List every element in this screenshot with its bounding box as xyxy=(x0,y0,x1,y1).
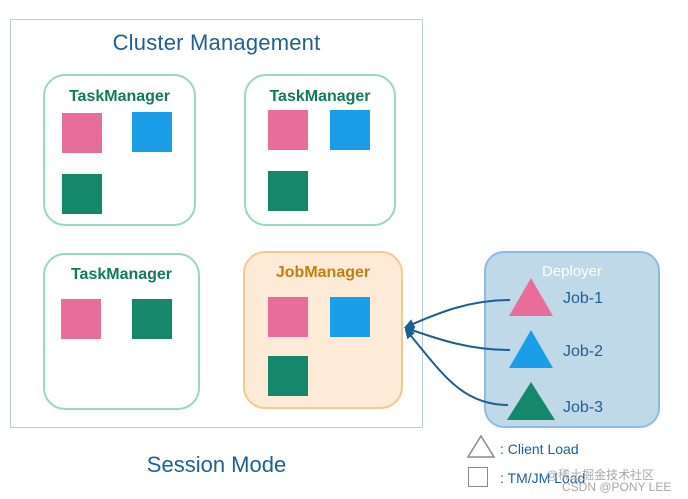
job-3-triangle-icon xyxy=(507,382,555,420)
watermark-csdn: CSDN @PONY LEE xyxy=(562,480,672,494)
slot-pink xyxy=(268,297,308,337)
slot-blue xyxy=(132,112,172,152)
slot-green xyxy=(268,171,308,211)
jobmanager-label: JobManager xyxy=(275,264,371,281)
slot-pink xyxy=(61,299,101,339)
taskmanager-label-2: TaskManager xyxy=(269,88,371,105)
slot-blue xyxy=(330,110,370,150)
job-1-triangle-icon xyxy=(509,278,553,316)
job-2-triangle-icon xyxy=(509,330,553,368)
slot-green xyxy=(268,356,308,396)
arrow-job-1 xyxy=(404,299,511,329)
job-3-label: Job-3 xyxy=(563,399,604,416)
slot-pink xyxy=(62,113,102,153)
taskmanager-label-1: TaskManager xyxy=(68,88,171,105)
slot-green xyxy=(62,174,102,214)
slot-blue xyxy=(330,297,370,337)
taskmanager-label-3: TaskManager xyxy=(70,266,173,283)
arrow-job-3 xyxy=(404,328,509,406)
deployer-title: Deployer xyxy=(541,263,603,280)
legend-square-icon xyxy=(468,467,488,487)
slot-pink xyxy=(268,110,308,150)
legend-triangle-icon xyxy=(466,434,496,458)
watermark-juejin: @稀土掘金技术社区 xyxy=(546,468,655,482)
job-2-label: Job-2 xyxy=(563,343,604,360)
legend-client-load: : Client Load xyxy=(500,441,579,457)
slot-green xyxy=(132,299,172,339)
legend-tm-jm-load: : TM/JM Load xyxy=(500,470,586,486)
arrow-job-2 xyxy=(404,325,511,351)
deployer-box xyxy=(484,251,660,428)
cluster-management-title: Cluster Management xyxy=(112,30,321,55)
job-1-label: Job-1 xyxy=(563,290,604,307)
session-mode-title: Session Mode xyxy=(146,452,287,477)
